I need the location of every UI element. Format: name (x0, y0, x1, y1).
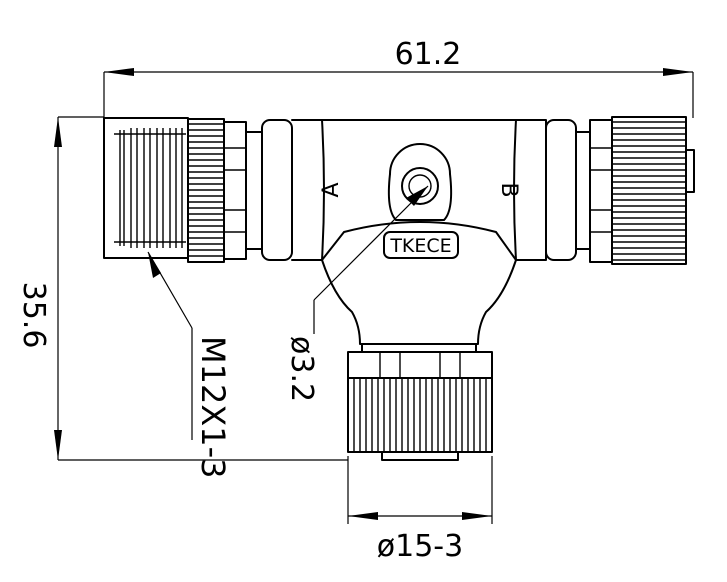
right-female-port (575, 116, 695, 265)
nut-diameter-label: ø15-3 (377, 529, 463, 564)
thread-spec-label: M12X1-3 (194, 336, 232, 479)
brand-label: TKECE (389, 235, 451, 257)
left-knurled-nut (187, 118, 263, 263)
dimension-overall-height: 35.6 (16, 116, 348, 461)
mount-hole-label: ø3.2 (284, 336, 319, 402)
port-a-label: A (319, 182, 344, 197)
overall-length-label: 61.2 (395, 37, 462, 72)
callout-thread-spec: M12X1-3 (147, 251, 232, 479)
dimension-nut-diameter: ø15-3 (347, 456, 493, 564)
callout-mount-hole: ø3.2 (284, 185, 429, 402)
bottom-female-port (347, 343, 493, 461)
left-male-thread (103, 117, 189, 259)
dimension-overall-length: 61.2 (103, 37, 694, 118)
port-b-label: B (496, 182, 521, 197)
overall-height-label: 35.6 (16, 282, 51, 349)
tee-body: A B TKECE (261, 119, 577, 345)
